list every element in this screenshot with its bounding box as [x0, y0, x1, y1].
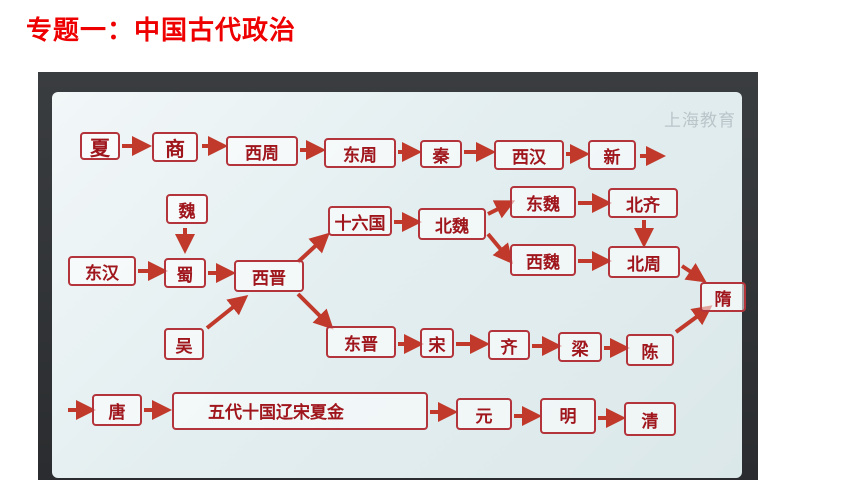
node-xihan: 西汉 — [494, 140, 564, 170]
node-donghan: 东汉 — [68, 256, 136, 286]
arrow-beizhou-sui — [680, 263, 707, 283]
node-beiwei: 北魏 — [418, 208, 486, 240]
node-liang: 梁 — [558, 332, 602, 362]
node-beiqi: 北齐 — [608, 188, 678, 218]
arrow-xijin-shiliuguo — [296, 232, 330, 264]
node-xia: 夏 — [80, 132, 120, 160]
node-wudai: 五代十国辽宋夏金 — [172, 392, 428, 430]
node-chen: 陈 — [626, 334, 674, 366]
node-wei: 魏 — [166, 194, 208, 224]
node-shiliuguo: 十六国 — [328, 206, 392, 236]
node-xijin: 西晋 — [234, 260, 304, 292]
arrow-chen-sui — [674, 305, 713, 334]
arrow-beiwei-dongwei — [487, 200, 516, 219]
node-sui: 隋 — [700, 282, 746, 312]
node-xin: 新 — [588, 140, 636, 170]
arrow-beiwei-xiwei — [486, 232, 514, 265]
node-shu: 蜀 — [164, 258, 206, 288]
node-yuan: 元 — [456, 398, 512, 430]
node-xizhou: 西周 — [226, 136, 298, 166]
node-xiwei: 西魏 — [510, 244, 576, 276]
node-shang: 商 — [152, 132, 198, 162]
node-ming: 明 — [540, 398, 596, 434]
whiteboard: 上海教育 — [52, 92, 746, 478]
slide-title: 专题一：中国古代政治 — [26, 16, 297, 46]
node-dongwei: 东魏 — [510, 186, 576, 218]
arrow-xijin-dongjin — [296, 292, 334, 330]
node-wu: 吴 — [164, 328, 204, 360]
node-dongjin: 东晋 — [326, 326, 396, 358]
arrow-wu-xijin — [205, 295, 249, 330]
node-tang: 唐 — [92, 394, 142, 426]
node-beizhou: 北周 — [608, 246, 680, 278]
watermark: 上海教育 — [664, 111, 736, 131]
arrow-layer — [68, 136, 713, 428]
node-qing: 清 — [624, 402, 676, 436]
node-dongzhou: 东周 — [324, 138, 396, 168]
node-song-s: 宋 — [420, 328, 454, 358]
node-qi-s: 齐 — [488, 330, 530, 360]
node-qin: 秦 — [420, 140, 462, 168]
